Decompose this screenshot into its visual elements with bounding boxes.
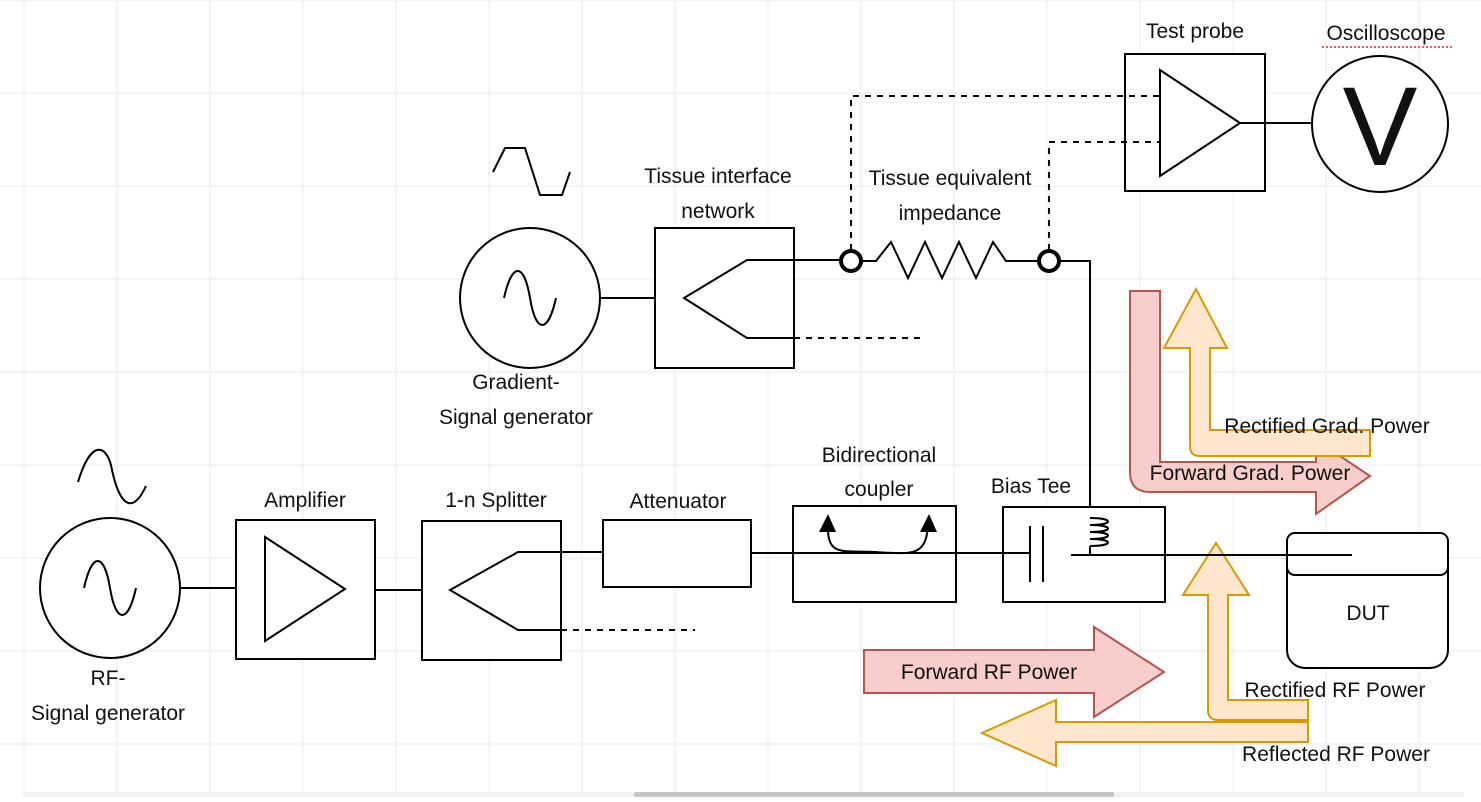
dut-label: DUT [1346, 602, 1389, 625]
gradient-gen-label-2: Signal generator [439, 406, 593, 429]
tissue-interface-label-1: Tissue interface [644, 165, 791, 188]
amplifier-box [235, 519, 376, 660]
rectified-rf-power-arrow [1181, 541, 1309, 721]
splitter-icon [447, 551, 603, 631]
trapezoid-wave-icon [492, 147, 571, 196]
scrollbar-thumb[interactable] [634, 792, 1114, 797]
splitter-label: 1-n Splitter [445, 489, 547, 512]
coupler-curve-icon [826, 519, 929, 555]
forward-grad-power-label: Forward Grad. Power [1150, 462, 1351, 485]
tissue-impedance-label-2: impedance [899, 202, 1002, 225]
test-probe-label: Test probe [1146, 20, 1244, 43]
gradient-sine-icon [503, 270, 557, 326]
forward-grad-power-arrow [1129, 290, 1372, 516]
tissue-impedance-label-1: Tissue equivalent [869, 167, 1032, 190]
oscilloscope-circle [1311, 55, 1449, 193]
reflected-rf-power-arrow [979, 698, 1309, 768]
coupler-label-1: Bidirectional [822, 444, 936, 467]
attenuator-label: Attenuator [630, 490, 727, 513]
coupler-arrowhead-left [819, 514, 836, 532]
rectified-grad-power-label: Rectified Grad. Power [1224, 415, 1429, 438]
amplifier-triangle-icon [264, 535, 347, 643]
tissue-interface-network-box [654, 227, 795, 369]
tissue-impedance-resistor [861, 239, 1039, 281]
oscilloscope-voltmeter-symbol: V [1343, 64, 1418, 189]
probe-wire-1 [850, 95, 1160, 250]
probe-wire-2 [1048, 141, 1160, 250]
rf-sine-icon [83, 560, 137, 616]
test-probe-amplifier-icon [1159, 68, 1242, 178]
attenuator-box [602, 519, 752, 588]
rectified-rf-power-label: Rectified RF Power [1245, 679, 1426, 702]
forward-rf-power-arrow [863, 625, 1166, 719]
reflected-rf-power-label: Reflected RF Power [1242, 743, 1430, 766]
oscilloscope-label: Oscilloscope [1326, 22, 1445, 45]
rf-gen-label-1: RF- [91, 667, 126, 690]
rf-sine-above-icon [77, 448, 147, 505]
terminal-right [1037, 249, 1061, 273]
terminal-left [839, 249, 863, 273]
coupler-arrowhead-right [920, 514, 937, 532]
tissue-interface-splitter-icon [682, 259, 840, 339]
splitter-box [421, 520, 562, 661]
coupler-label-2: coupler [845, 478, 914, 501]
bias-tee-label: Bias Tee [991, 475, 1071, 498]
horizontal-scrollbar[interactable] [24, 792, 1464, 797]
amplifier-label: Amplifier [264, 489, 346, 512]
rectified-grad-power-arrow [1162, 286, 1371, 457]
forward-rf-power-label: Forward RF Power [901, 661, 1077, 684]
gradient-gen-label-1: Gradient- [472, 371, 560, 394]
rf-gen-label-2: Signal generator [31, 702, 185, 725]
tissue-interface-label-2: network [681, 200, 755, 223]
bias-tee-inductor-icon [1089, 517, 1109, 555]
